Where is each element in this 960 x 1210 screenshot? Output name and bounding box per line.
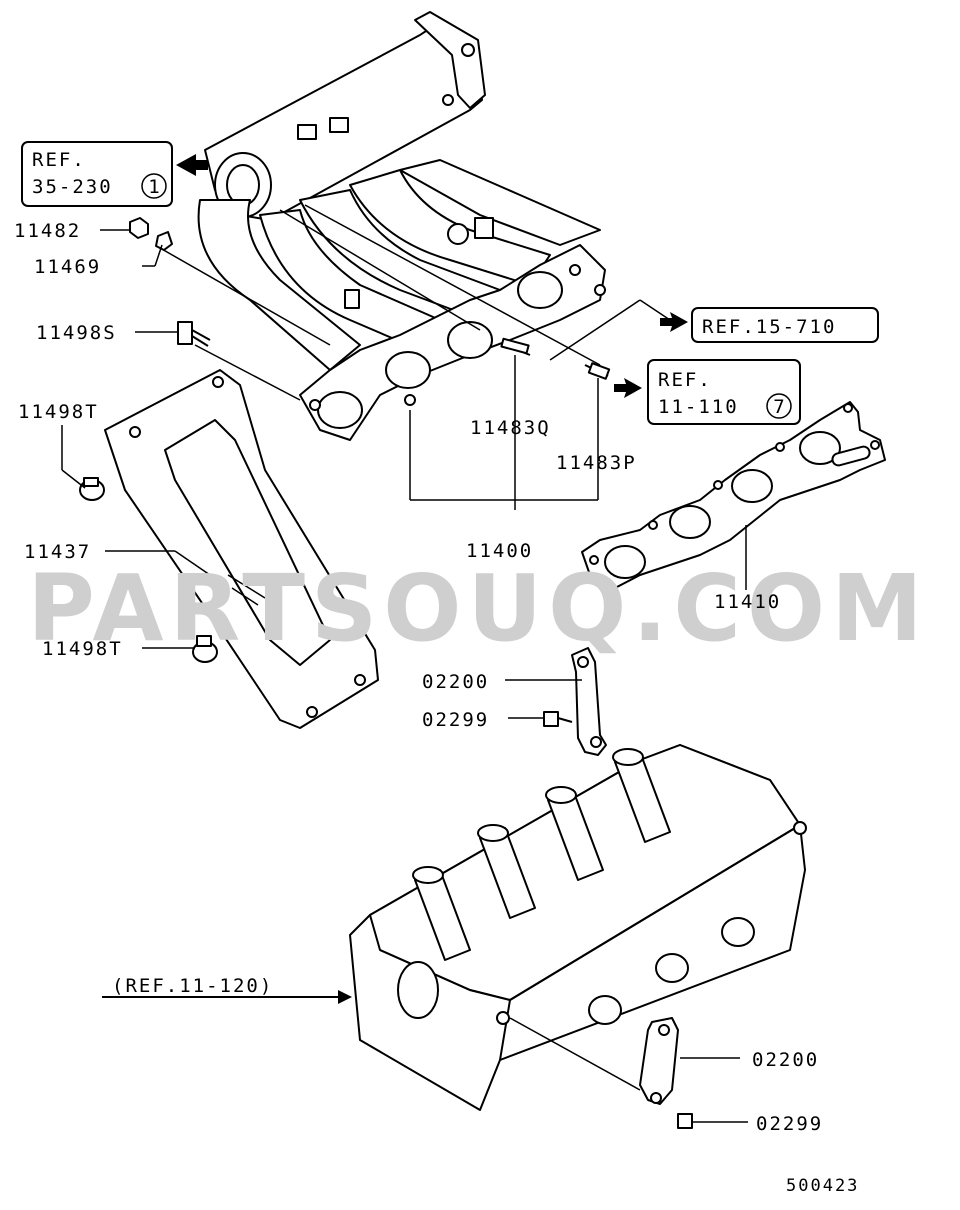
part-label-11498s[interactable]: 11498S	[36, 322, 117, 344]
intake-manifold-drawing	[197, 11, 606, 441]
ref-35-230-circle: 1	[148, 176, 159, 198]
arrow-left-icon	[176, 154, 208, 176]
label-leader-lines	[61, 229, 748, 1123]
part-label-11498t-top[interactable]: 11498T	[18, 401, 99, 423]
manifold-gasket-drawing	[581, 401, 886, 589]
ref-11-120-label[interactable]: (REF.11-120)	[112, 975, 273, 997]
arrow-right-icon	[614, 378, 642, 398]
manifold-leader-lines	[159, 204, 671, 510]
cylinder-head-drawing	[349, 744, 807, 1111]
ref-11-110-circle: 7	[773, 396, 784, 418]
fasteners-top	[129, 217, 611, 380]
ref-box-35-230[interactable]: REF. 35-230 1	[21, 141, 173, 207]
stay-bracket-drawing	[104, 369, 379, 729]
part-label-11483p[interactable]: 11483P	[556, 452, 637, 474]
part-label-02200-bottom[interactable]: 02200	[752, 1049, 819, 1071]
part-label-02299-top[interactable]: 02299	[422, 709, 489, 731]
arrow-right-icon	[338, 990, 352, 1004]
part-label-11498t-bottom[interactable]: 11498T	[42, 638, 123, 660]
ref-box-11-110[interactable]: REF. 11-110 7	[647, 359, 801, 425]
ref-15-710-text: REF.15-710	[702, 316, 836, 338]
ref-box-15-710[interactable]: REF.15-710	[691, 307, 879, 343]
ref-35-230-line2: 35-230	[32, 176, 113, 198]
part-label-11469[interactable]: 11469	[34, 256, 101, 278]
ref-11-110-line1: REF.	[658, 369, 712, 391]
ref-35-230-line1: REF.	[32, 149, 86, 171]
engine-hanger-top-drawing	[543, 647, 607, 756]
part-label-02200-top[interactable]: 02200	[422, 671, 489, 693]
part-label-11437[interactable]: 11437	[24, 541, 91, 563]
reference-arrows	[176, 154, 688, 1004]
engine-hanger-bottom-drawing	[509, 1017, 693, 1129]
part-label-02299-bottom[interactable]: 02299	[756, 1113, 823, 1135]
part-label-11400[interactable]: 11400	[466, 540, 533, 562]
part-label-11482[interactable]: 11482	[14, 220, 81, 242]
part-label-11483q[interactable]: 11483Q	[470, 417, 551, 439]
stay-bolts	[79, 477, 266, 663]
part-label-11410[interactable]: 11410	[714, 591, 781, 613]
ref-11-110-line2: 11-110	[658, 396, 739, 418]
watermark: PARTSOUQ.COM	[27, 555, 928, 662]
diagram-id: 500423	[786, 1176, 859, 1196]
arrow-right-icon	[660, 312, 688, 332]
